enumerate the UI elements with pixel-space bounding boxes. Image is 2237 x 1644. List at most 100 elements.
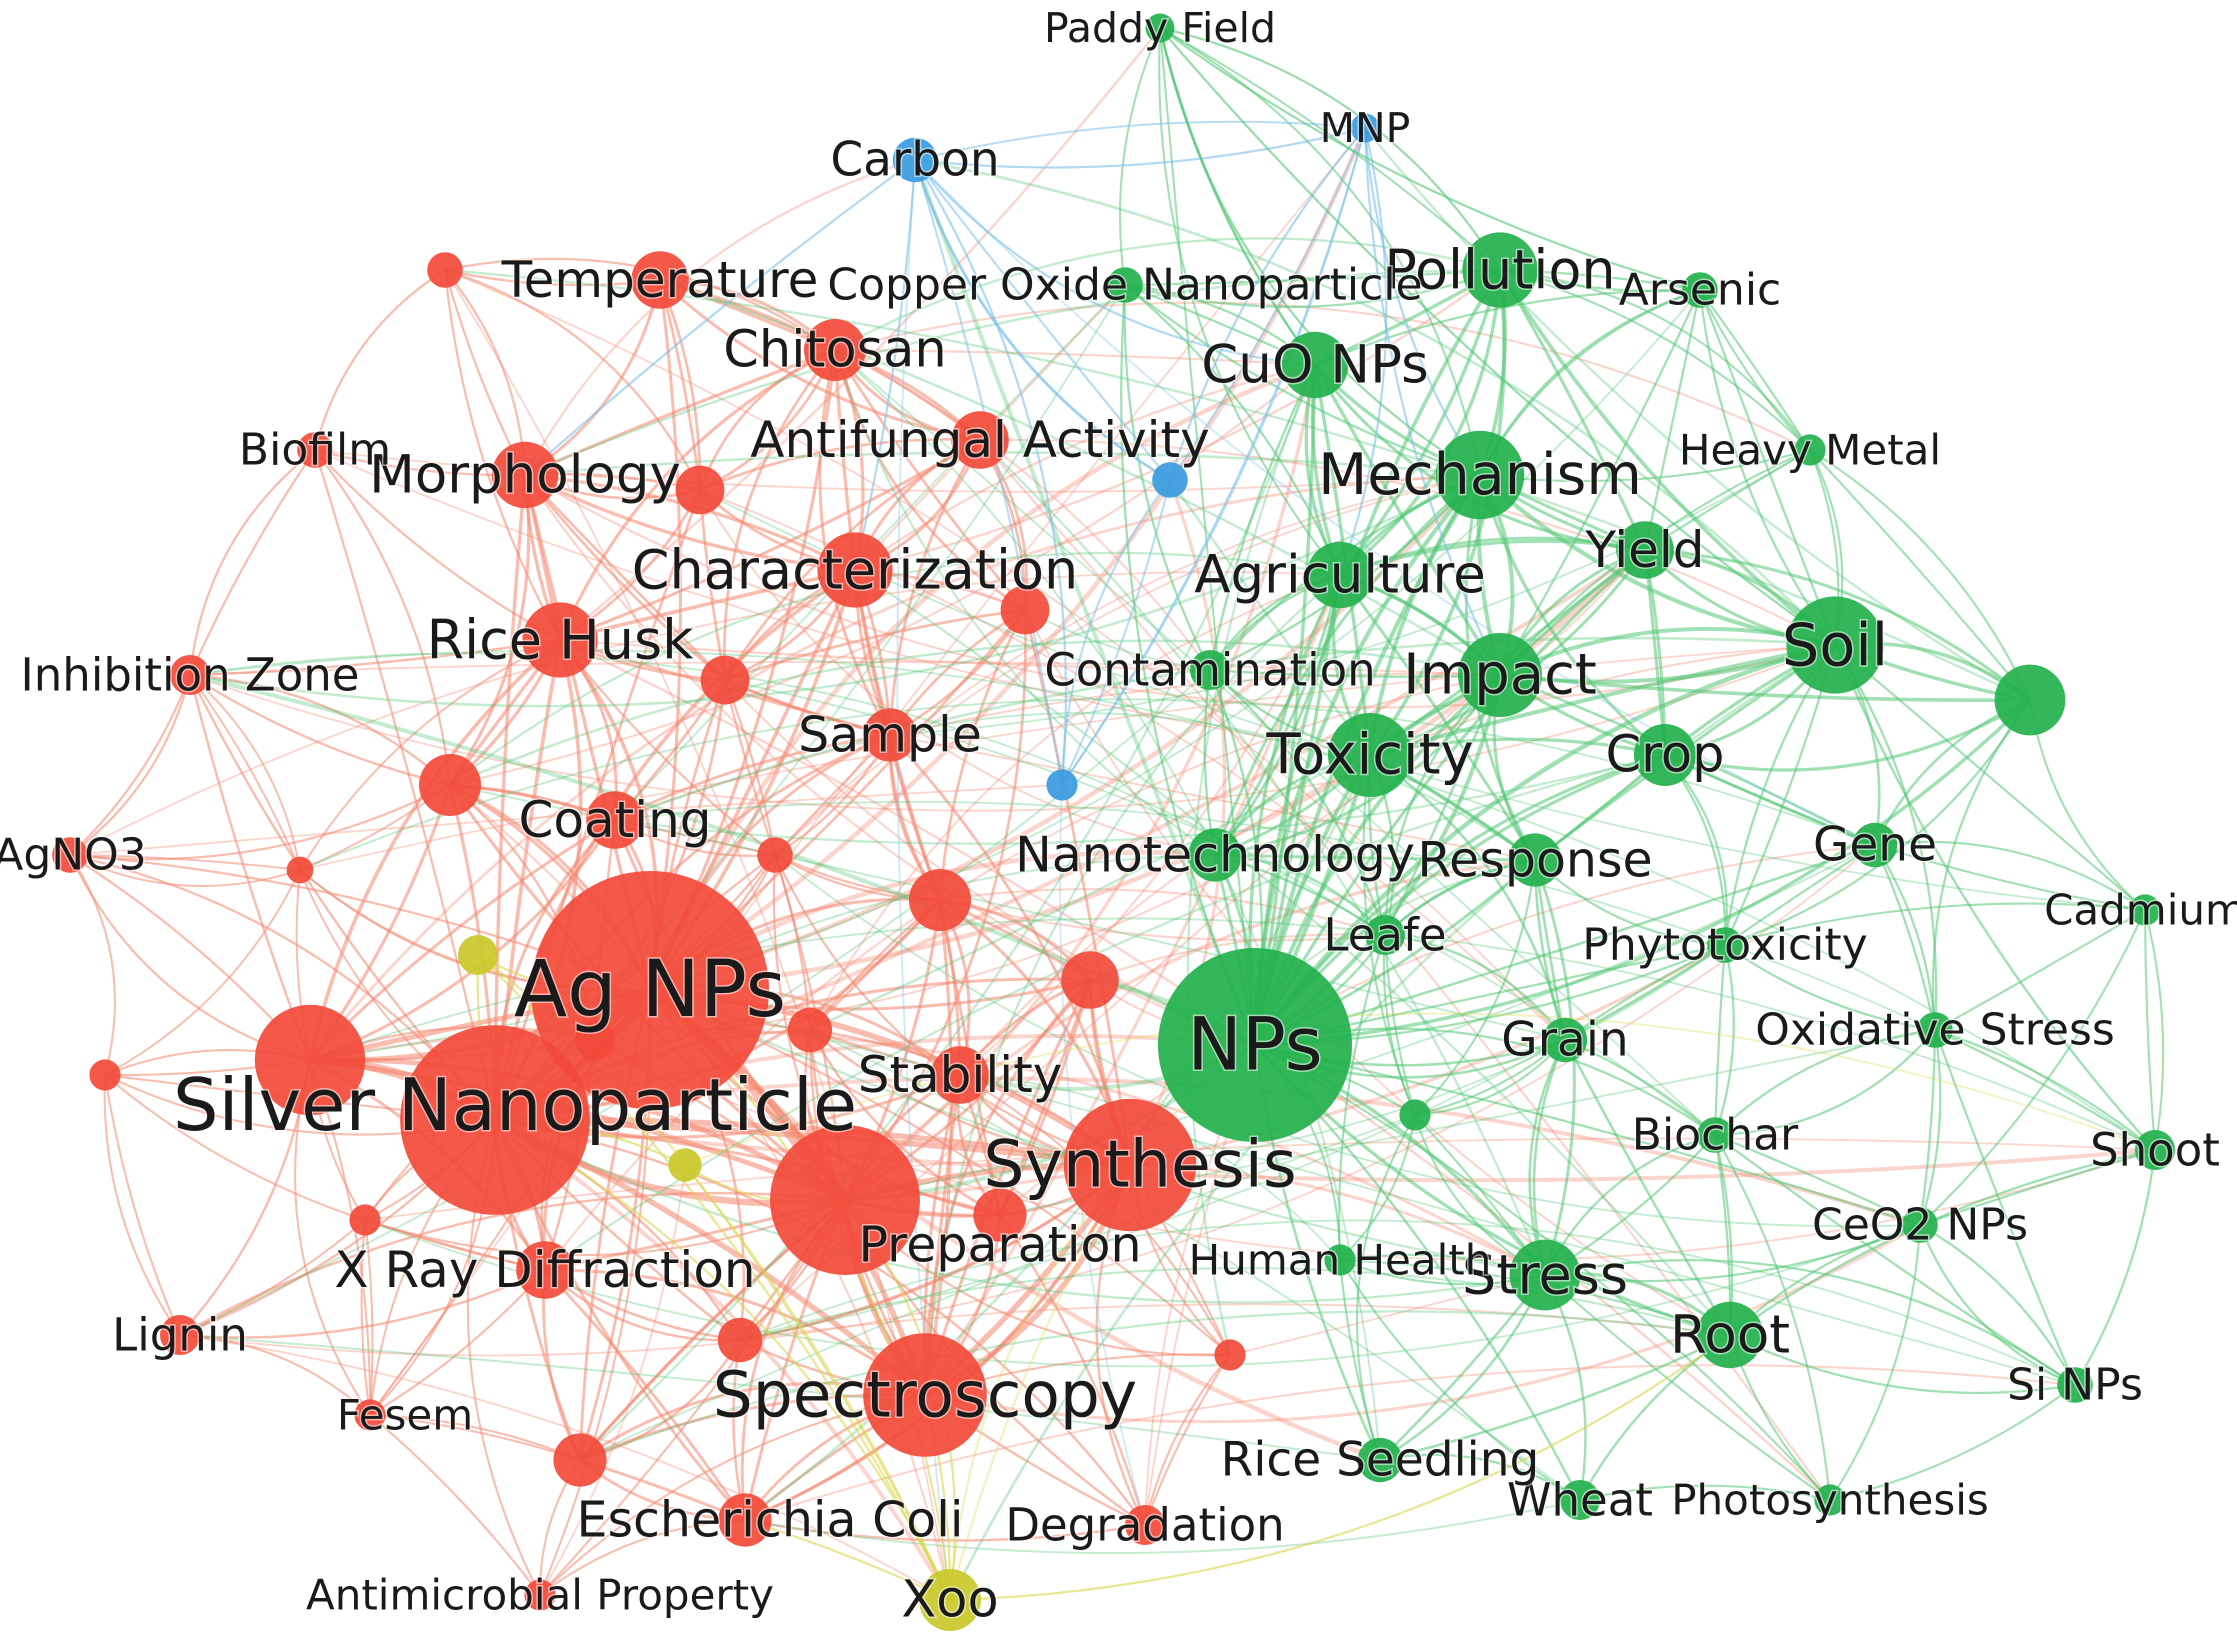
node-soil[interactable]	[1786, 596, 1884, 694]
node-mnp[interactable]	[1350, 113, 1380, 143]
node-biochar[interactable]	[1697, 1117, 1733, 1153]
node-crop[interactable]	[1634, 724, 1696, 786]
node-y2[interactable]	[668, 1148, 702, 1182]
node-fesem[interactable]	[354, 1399, 386, 1431]
node-r5[interactable]	[419, 754, 481, 816]
node-characterization[interactable]	[817, 532, 893, 608]
node-r14[interactable]	[349, 1204, 381, 1236]
node-r15[interactable]	[89, 1059, 121, 1091]
node-sample[interactable]	[863, 708, 917, 762]
node-contamination[interactable]	[1190, 650, 1230, 690]
node-morphology[interactable]	[491, 441, 559, 509]
node-phytotox[interactable]	[1707, 927, 1743, 963]
node-rice-husk[interactable]	[522, 602, 598, 678]
network-edge	[1698, 289, 1836, 646]
node-agriculture[interactable]	[1306, 541, 1374, 609]
node-r12[interactable]	[717, 1317, 763, 1363]
node-heavymetal[interactable]	[1794, 434, 1826, 466]
node-riceseed[interactable]	[1357, 1437, 1403, 1483]
node-antifungal[interactable]	[951, 411, 1009, 469]
network-edge	[1124, 268, 1501, 308]
node-temperature[interactable]	[631, 251, 689, 309]
node-shoot[interactable]	[2135, 1130, 2175, 1170]
node-stress[interactable]	[1509, 1239, 1581, 1311]
node-lignin[interactable]	[160, 1315, 200, 1355]
node-label-pollution: Pollution	[1384, 239, 1615, 302]
node-g1[interactable]	[1399, 1099, 1431, 1131]
node-paddy[interactable]	[1145, 13, 1175, 43]
node-antimicrobial[interactable]	[524, 1579, 556, 1611]
node-spectroscopy[interactable]	[863, 1333, 987, 1457]
network-edge	[69, 784, 1063, 856]
node-y1[interactable]	[458, 935, 498, 975]
node-chitosan[interactable]	[804, 319, 866, 381]
node-r3[interactable]	[1000, 585, 1050, 635]
network-edge	[914, 159, 1064, 786]
node-yield[interactable]	[1616, 521, 1674, 579]
network-edge	[189, 638, 561, 677]
node-nanotech[interactable]	[1188, 828, 1242, 882]
node-mechanism[interactable]	[1435, 430, 1525, 520]
node-r8[interactable]	[1061, 951, 1119, 1009]
node-r4[interactable]	[700, 655, 750, 705]
node-cuoxide[interactable]	[1107, 267, 1143, 303]
node-agno3[interactable]	[52, 837, 88, 873]
node-r13[interactable]	[553, 1433, 607, 1487]
node-xoo[interactable]	[919, 1569, 981, 1631]
node-biofilm[interactable]	[297, 432, 333, 468]
node-cuo[interactable]	[1281, 331, 1349, 399]
network-edge	[699, 489, 1216, 856]
node-r6[interactable]	[1214, 1339, 1246, 1371]
node-root[interactable]	[1696, 1301, 1764, 1369]
node-inhibition[interactable]	[170, 655, 210, 695]
node-stability[interactable]	[931, 1046, 989, 1104]
network-edge	[853, 159, 917, 571]
node-g-right[interactable]	[1994, 664, 2066, 736]
node-label-antimicrobial: Antimicrobial Property	[306, 1571, 774, 1620]
node-label-temperature: Temperature	[501, 251, 819, 309]
node-pollution[interactable]	[1462, 232, 1538, 308]
node-response[interactable]	[1508, 833, 1562, 887]
node-impact[interactable]	[1458, 633, 1542, 717]
node-sinps[interactable]	[2057, 1367, 2093, 1403]
network-edge	[723, 349, 837, 681]
network-edge	[913, 159, 1171, 481]
node-cadmium[interactable]	[2129, 894, 2161, 926]
node-r7[interactable]	[286, 856, 314, 884]
node-red-left-big[interactable]	[254, 1004, 366, 1116]
node-r2[interactable]	[675, 465, 725, 515]
node-preparation[interactable]	[973, 1188, 1027, 1242]
node-b2[interactable]	[1046, 769, 1078, 801]
node-photosyn[interactable]	[1814, 1484, 1846, 1516]
node-silver-np[interactable]	[400, 1025, 590, 1215]
node-xrd[interactable]	[516, 1241, 574, 1299]
network-edge	[1809, 449, 2031, 701]
node-red-big[interactable]	[770, 1125, 920, 1275]
network-edge	[189, 674, 301, 871]
node-grain[interactable]	[1542, 1017, 1588, 1063]
node-arsenic[interactable]	[1682, 272, 1718, 308]
node-synthesis[interactable]	[1063, 1098, 1197, 1232]
node-humanhealth[interactable]	[1324, 1244, 1356, 1276]
node-ceo2[interactable]	[1902, 1207, 1938, 1243]
node-degradation[interactable]	[1125, 1505, 1165, 1545]
node-label-crop: Crop	[1605, 726, 1724, 785]
network-edge	[684, 1164, 951, 1601]
node-r10[interactable]	[787, 1007, 833, 1053]
node-carbon[interactable]	[892, 137, 938, 183]
node-nps[interactable]	[1158, 948, 1352, 1142]
node-r1[interactable]	[427, 252, 463, 288]
node-r9[interactable]	[909, 869, 971, 931]
network-edge	[1339, 1259, 1581, 1501]
node-r11[interactable]	[757, 837, 793, 873]
node-ag-nps[interactable]	[531, 871, 769, 1109]
node-coating[interactable]	[586, 791, 644, 849]
node-toxicity[interactable]	[1328, 713, 1412, 797]
network-edge	[1123, 284, 1212, 671]
node-ecoli[interactable]	[718, 1493, 772, 1547]
node-b1[interactable]	[1152, 462, 1188, 498]
node-oxstress[interactable]	[1917, 1012, 1953, 1048]
node-gene[interactable]	[1852, 822, 1898, 868]
node-leafe[interactable]	[1365, 915, 1405, 955]
node-wheat[interactable]	[1560, 1480, 1600, 1520]
